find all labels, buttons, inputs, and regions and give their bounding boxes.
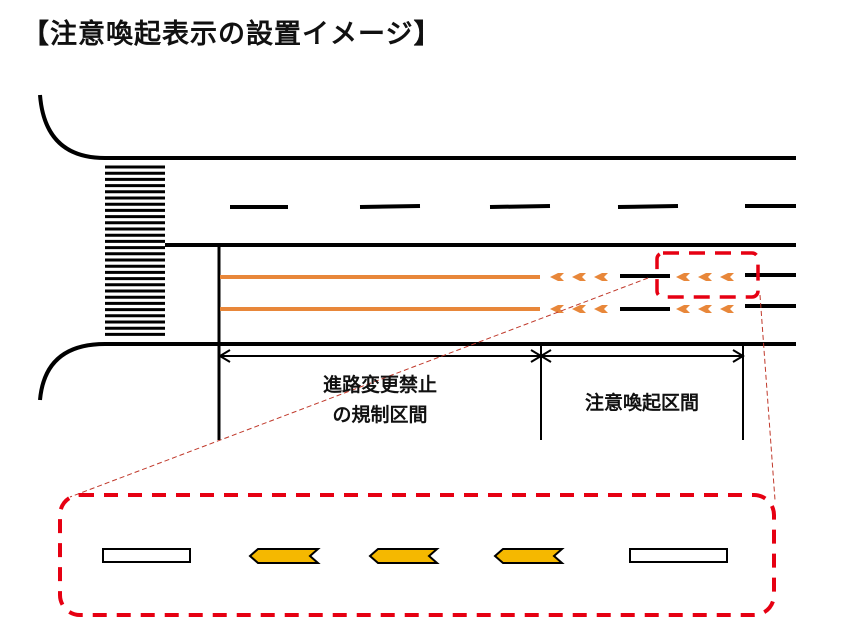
zoom-detail-box — [58, 493, 776, 617]
restriction-label-line2: の規制区間 — [332, 404, 428, 426]
orange-chevron — [550, 305, 564, 313]
diagram-title: 【注意喚起表示の設置イメージ】 — [22, 19, 442, 50]
orange-chevron — [676, 305, 690, 313]
yellow-chevron-marking — [248, 548, 321, 564]
caution-section-label: 注意喚起区間 — [584, 392, 699, 414]
dimension-lines — [218, 345, 745, 440]
yellow-chevron-marking — [368, 548, 440, 564]
white-lane-marking — [102, 548, 191, 563]
white-lane-marking — [629, 548, 728, 563]
callout-leader — [759, 294, 776, 501]
orange-chevron — [572, 273, 586, 281]
orange-chevron — [550, 273, 564, 281]
center-dashed-line — [230, 204, 796, 209]
orange-chevron — [698, 273, 712, 281]
orange-chevron — [572, 305, 586, 313]
crosswalk — [105, 165, 165, 336]
road-bottom-edge — [38, 342, 796, 401]
callout-leader — [69, 277, 649, 498]
restriction-label-line1: 進路変更禁止 — [322, 374, 437, 396]
orange-chevron — [594, 273, 608, 281]
yellow-chevron-marking — [493, 548, 565, 564]
restriction-section-label: 進路変更禁止 の規制区間 — [290, 370, 470, 430]
orange-chevron — [720, 273, 734, 281]
orange-chevron — [594, 305, 608, 313]
orange-chevron — [676, 273, 690, 281]
road-top-edge — [38, 94, 796, 160]
lane-dashes — [620, 273, 796, 311]
orange-chevron — [698, 305, 712, 313]
orange-chevron — [720, 305, 734, 313]
zoom-target-box — [655, 251, 760, 299]
